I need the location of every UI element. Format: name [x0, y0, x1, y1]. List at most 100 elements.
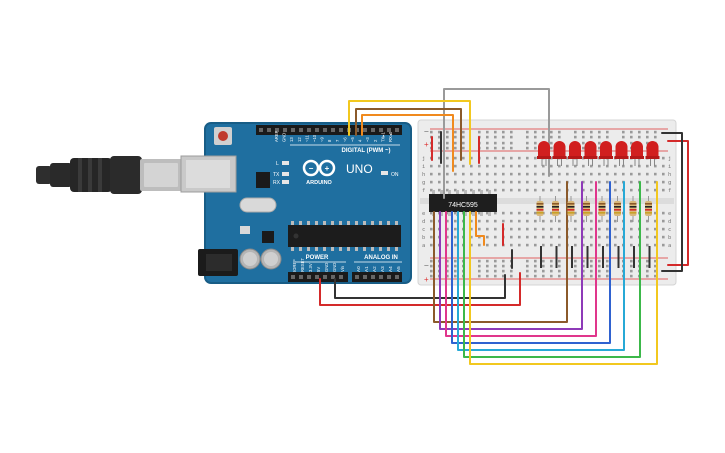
wires — [319, 88, 689, 365]
crystal — [239, 197, 277, 213]
digital-pin-label: 12 — [297, 137, 302, 142]
power-pin-label: 5V — [316, 267, 321, 272]
analog-pin-label: A1 — [364, 266, 369, 272]
row-letter: f — [422, 188, 425, 194]
row-letter: j — [422, 156, 425, 162]
row-letter: h — [422, 172, 425, 178]
analog-pin-label: A4 — [388, 266, 393, 272]
shift-register-74hc595[interactable]: 74HC595 — [429, 190, 497, 216]
resistor[interactable] — [629, 196, 637, 222]
wire-red-rail-link — [667, 140, 689, 266]
wire-blue-q — [451, 181, 611, 344]
svg-text:+: + — [325, 164, 330, 173]
led[interactable] — [583, 141, 598, 166]
led[interactable] — [645, 141, 660, 166]
row-letter: i — [422, 164, 425, 170]
arduino-logo: − + ARDUINO — [302, 159, 336, 186]
row-letter: g — [668, 180, 671, 186]
row-letter: a — [668, 243, 671, 249]
wire-purple-q — [439, 181, 583, 330]
wire-orange-q — [475, 211, 485, 246]
ground-jumpers — [540, 246, 651, 268]
resistor[interactable] — [614, 196, 621, 222]
analog-pin-label: A3 — [380, 266, 385, 272]
power-pin-label: GND — [324, 263, 329, 272]
row-letter: e — [422, 211, 425, 217]
row-letter: h — [668, 172, 671, 178]
led[interactable] — [630, 141, 644, 166]
row-letter: i — [668, 164, 671, 170]
wire-cyan-q — [457, 181, 625, 351]
digital-pin-label: ~3 — [365, 137, 370, 142]
row-letter: g — [422, 180, 425, 186]
row-letter: c — [668, 227, 671, 233]
led-label-l: L — [276, 161, 279, 167]
rail-minus-bottom: − — [424, 261, 429, 270]
capacitors — [239, 248, 282, 270]
row-letter: d — [668, 219, 671, 225]
svg-text:−: − — [309, 164, 314, 173]
digital-pin-label: 7 — [335, 139, 340, 142]
resistor[interactable] — [598, 196, 606, 222]
digital-pin-label: AREF — [274, 130, 279, 142]
resistor[interactable] — [645, 196, 652, 222]
wire-brown-latch — [355, 108, 462, 161]
atmega-chip — [288, 225, 401, 247]
wire-yellow-data — [348, 100, 471, 165]
power-pin-label: RESET — [300, 258, 305, 272]
led[interactable] — [552, 141, 567, 166]
logo-text: ARDUINO — [306, 180, 332, 186]
power-pin-label: Vin — [340, 265, 345, 272]
row-letter: c — [422, 227, 425, 233]
row-letter: e — [668, 211, 671, 217]
digital-pin-label: RX◂0 — [388, 131, 393, 142]
digital-pin-label: ~6 — [342, 137, 347, 142]
resistor[interactable] — [536, 196, 544, 222]
digital-label: DIGITAL (PWM ~) — [342, 148, 391, 154]
led[interactable] — [614, 141, 629, 166]
power-pin-label: IOREF — [292, 259, 297, 272]
row-letter: b — [422, 235, 425, 241]
rail-plus-top: + — [424, 140, 429, 149]
wire-orange — [361, 114, 454, 172]
digital-pin-label: ~9 — [320, 137, 325, 142]
model-label: UNO — [346, 162, 373, 176]
analog-header — [352, 272, 402, 282]
digital-header — [256, 125, 402, 135]
row-letter: d — [422, 219, 425, 225]
digital-pin-label: ~10 — [312, 134, 317, 142]
resistor[interactable] — [567, 196, 575, 222]
wire-pink-q — [445, 181, 597, 337]
analog-label: ANALOG IN — [364, 255, 398, 261]
wire-brown-q — [433, 181, 568, 323]
wire-gray — [443, 88, 550, 199]
wire-yellow-q — [469, 181, 658, 365]
usb-cable[interactable] — [36, 156, 182, 194]
analog-pin-label: A5 — [396, 266, 401, 272]
row-letter: j — [668, 156, 671, 162]
digital-pin-label: 8 — [327, 139, 332, 142]
digital-pin-label: GND — [282, 133, 287, 142]
digital-pin-label: ~5 — [350, 137, 355, 142]
led-array — [537, 141, 660, 166]
led-label-rx: RX — [273, 180, 281, 186]
chip-label: 74HC595 — [448, 202, 478, 209]
row-letter: f — [668, 188, 671, 194]
power-label: POWER — [306, 255, 329, 261]
wire-black-rail-link — [661, 132, 683, 272]
led[interactable] — [537, 141, 551, 166]
analog-pin-label: A0 — [356, 266, 361, 272]
led-label-tx: TX — [273, 172, 280, 178]
rail-plus-bottom: + — [424, 275, 429, 284]
resistor[interactable] — [552, 196, 559, 222]
led[interactable] — [568, 141, 582, 166]
power-pin-label: GND — [332, 263, 337, 272]
wire-green-q — [463, 181, 641, 358]
resistor[interactable] — [583, 196, 590, 222]
digital-pin-label: 2 — [373, 139, 378, 142]
power-pin-label: 3.3V — [308, 263, 313, 272]
row-letter: a — [422, 243, 425, 249]
led[interactable] — [599, 141, 613, 166]
